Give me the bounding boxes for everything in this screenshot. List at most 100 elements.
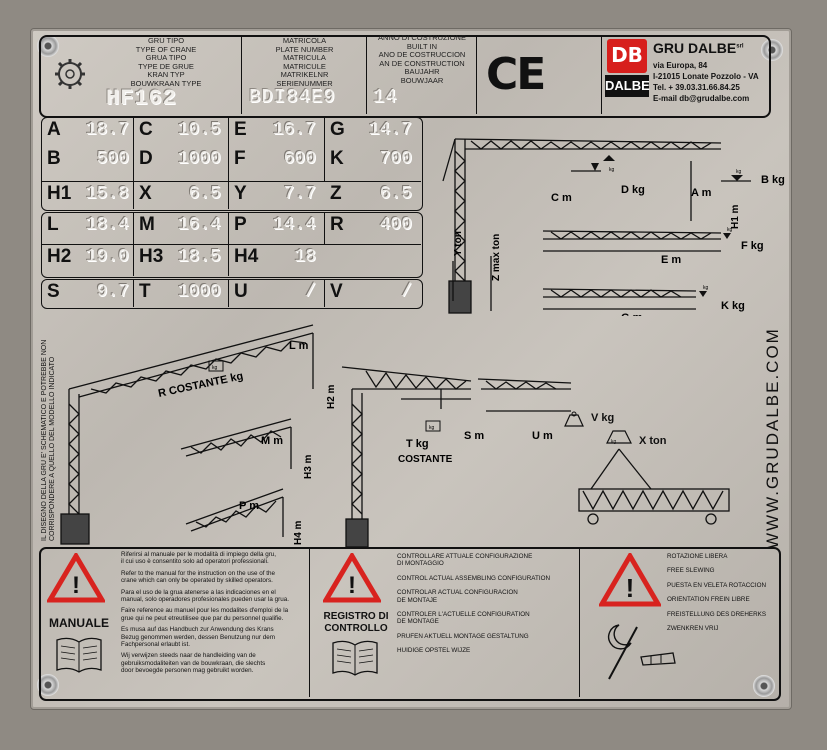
- crane-diagram-left: kg L m R COSTANTE kg H2 m M m H3 m P m H…: [60, 324, 337, 545]
- svg-text:M m: M m: [261, 435, 283, 447]
- book-icon: [56, 637, 102, 673]
- svg-text:kg: kg: [212, 365, 218, 371]
- manual-text: Riferirsi al manuale per le modalità di …: [121, 551, 290, 675]
- spec-value-k: 700: [379, 149, 412, 169]
- spec-value-c: 10.5: [177, 120, 221, 140]
- website-label: WWW.GRUDALBE.COM: [763, 327, 782, 549]
- spec-key-t: T: [139, 281, 151, 302]
- svg-text:kg: kg: [429, 425, 435, 431]
- spec-value-v: /: [401, 282, 412, 302]
- year-labels: ANNO DI COSTRUZIONE BUILT IN ANO DE COST…: [378, 33, 466, 85]
- spec-key-p: P: [234, 214, 247, 235]
- spec-value-y: 7.7: [283, 184, 316, 204]
- spec-value-r: 400: [379, 215, 412, 235]
- weight-icon: [564, 411, 584, 427]
- svg-text:G m: G m: [621, 312, 643, 316]
- svg-text:U m: U m: [532, 430, 553, 442]
- spec-group-2: [41, 212, 423, 278]
- plate-labels: MATRICOLA PLATE NUMBER MATRICULA MATRICU…: [275, 36, 334, 88]
- svg-text:H1 m: H1 m: [730, 204, 741, 229]
- spec-value-a: 18.7: [85, 120, 129, 140]
- gear-icon: [55, 59, 85, 89]
- spec-key-m: M: [139, 214, 155, 235]
- spec-value-e: 16.7: [272, 120, 316, 140]
- spec-value-s: 9.7: [96, 282, 129, 302]
- spec-key-r: R: [330, 214, 344, 235]
- spec-value-d: 1000: [177, 149, 221, 169]
- spec-value-h1: 15.8: [85, 184, 129, 204]
- dalbe-logo: DB: [607, 39, 647, 73]
- spec-value-x: 6.5: [188, 184, 221, 204]
- side-note: IL DISEGNO DELLA GRU E' SCHEMATICO E POT…: [41, 339, 56, 541]
- spec-value-u: /: [305, 282, 316, 302]
- screw-bottom-right: [753, 675, 775, 697]
- spec-value-h2: 19.0: [85, 247, 129, 267]
- type-labels: GRU TIPO TYPE OF CRANE GRUA TIPO TYPE DE…: [130, 36, 202, 88]
- registro-title: REGISTRO DI CONTROLLO: [323, 611, 389, 634]
- warning-triangle-icon: !: [323, 553, 381, 603]
- svg-text:kg: kg: [609, 167, 615, 173]
- spec-key-h2: H2: [47, 246, 72, 267]
- spec-key-f: F: [234, 148, 246, 169]
- spec-key-b: B: [47, 148, 61, 169]
- svg-text:Y ton: Y ton: [453, 231, 464, 256]
- ce-mark: CE: [486, 49, 546, 100]
- svg-text:H3 m: H3 m: [303, 454, 314, 479]
- spec-key-h3: H3: [139, 246, 164, 267]
- crane-diagram-middle: kg T kg COSTANTE S m U m V kg kg: [341, 366, 572, 548]
- svg-text:F kg: F kg: [741, 240, 764, 252]
- bottom-frame: [39, 547, 781, 701]
- svg-text:C m: C m: [551, 192, 572, 204]
- spec-value-f: 600: [283, 149, 316, 169]
- type-value: HF162: [106, 86, 178, 111]
- svg-text:Z max ton: Z max ton: [491, 234, 502, 281]
- v-kg-label: V kg: [591, 412, 615, 424]
- spec-key-h4: H4: [234, 246, 259, 267]
- spec-key-a: A: [47, 119, 61, 140]
- spec-key-u: U: [234, 281, 248, 302]
- spec-group-3: [41, 279, 423, 309]
- svg-text:A m: A m: [691, 187, 712, 199]
- moon-wind-icon: [607, 624, 676, 680]
- svg-text:!: !: [626, 573, 635, 603]
- dalbe-logo-bottom: DALBE: [605, 75, 650, 97]
- svg-text:T kg: T kg: [406, 438, 429, 450]
- rotation-text: ROTAZIONE LIBERA FREE SLEWING PUESTA EN …: [667, 553, 767, 633]
- svg-text:S m: S m: [464, 430, 484, 442]
- year-value: 14: [373, 86, 398, 108]
- svg-text:D kg: D kg: [621, 184, 645, 196]
- spec-value-h4: 18: [294, 247, 316, 267]
- spec-key-s: S: [47, 281, 60, 302]
- spec-value-g: 14.7: [368, 120, 412, 140]
- svg-text:!: !: [348, 572, 356, 599]
- svg-text:COSTANTE: COSTANTE: [398, 454, 453, 465]
- spec-key-h1: H1: [47, 183, 72, 204]
- spec-value-m: 16.4: [177, 215, 221, 235]
- svg-text:H4 m: H4 m: [293, 520, 304, 545]
- spec-key-x: X: [139, 183, 152, 204]
- spec-key-y: Y: [234, 183, 247, 204]
- spec-group-1: [41, 117, 423, 211]
- spec-key-g: G: [330, 119, 345, 140]
- spec-value-h3: 18.5: [177, 247, 221, 267]
- spec-value-b: 500: [96, 149, 129, 169]
- svg-text:H2 m: H2 m: [326, 384, 337, 409]
- spec-key-e: E: [234, 119, 247, 140]
- spec-key-v: V: [330, 281, 343, 302]
- spec-value-z: 6.5: [379, 184, 412, 204]
- screw-bottom-left: [37, 674, 59, 696]
- spec-key-d: D: [139, 148, 153, 169]
- warning-triangle-icon: !: [599, 553, 661, 607]
- company-address: via Europa, 84 I-21015 Lonate Pozzolo - …: [653, 61, 759, 103]
- spec-key-c: C: [139, 119, 153, 140]
- data-plate: GRU TIPO TYPE OF CRANE GRUA TIPO TYPE DE…: [30, 28, 792, 710]
- x-ton-label: X ton: [639, 435, 667, 447]
- spec-key-z: Z: [330, 183, 342, 204]
- spec-key-k: K: [330, 148, 344, 169]
- svg-text:R COSTANTE kg: R COSTANTE kg: [157, 370, 244, 400]
- plate-value: BDI84E9: [249, 86, 336, 108]
- svg-text:K kg: K kg: [721, 300, 745, 312]
- svg-text:B kg: B kg: [761, 174, 785, 186]
- spec-value-l: 18.4: [85, 215, 129, 235]
- svg-text:P m: P m: [239, 500, 259, 512]
